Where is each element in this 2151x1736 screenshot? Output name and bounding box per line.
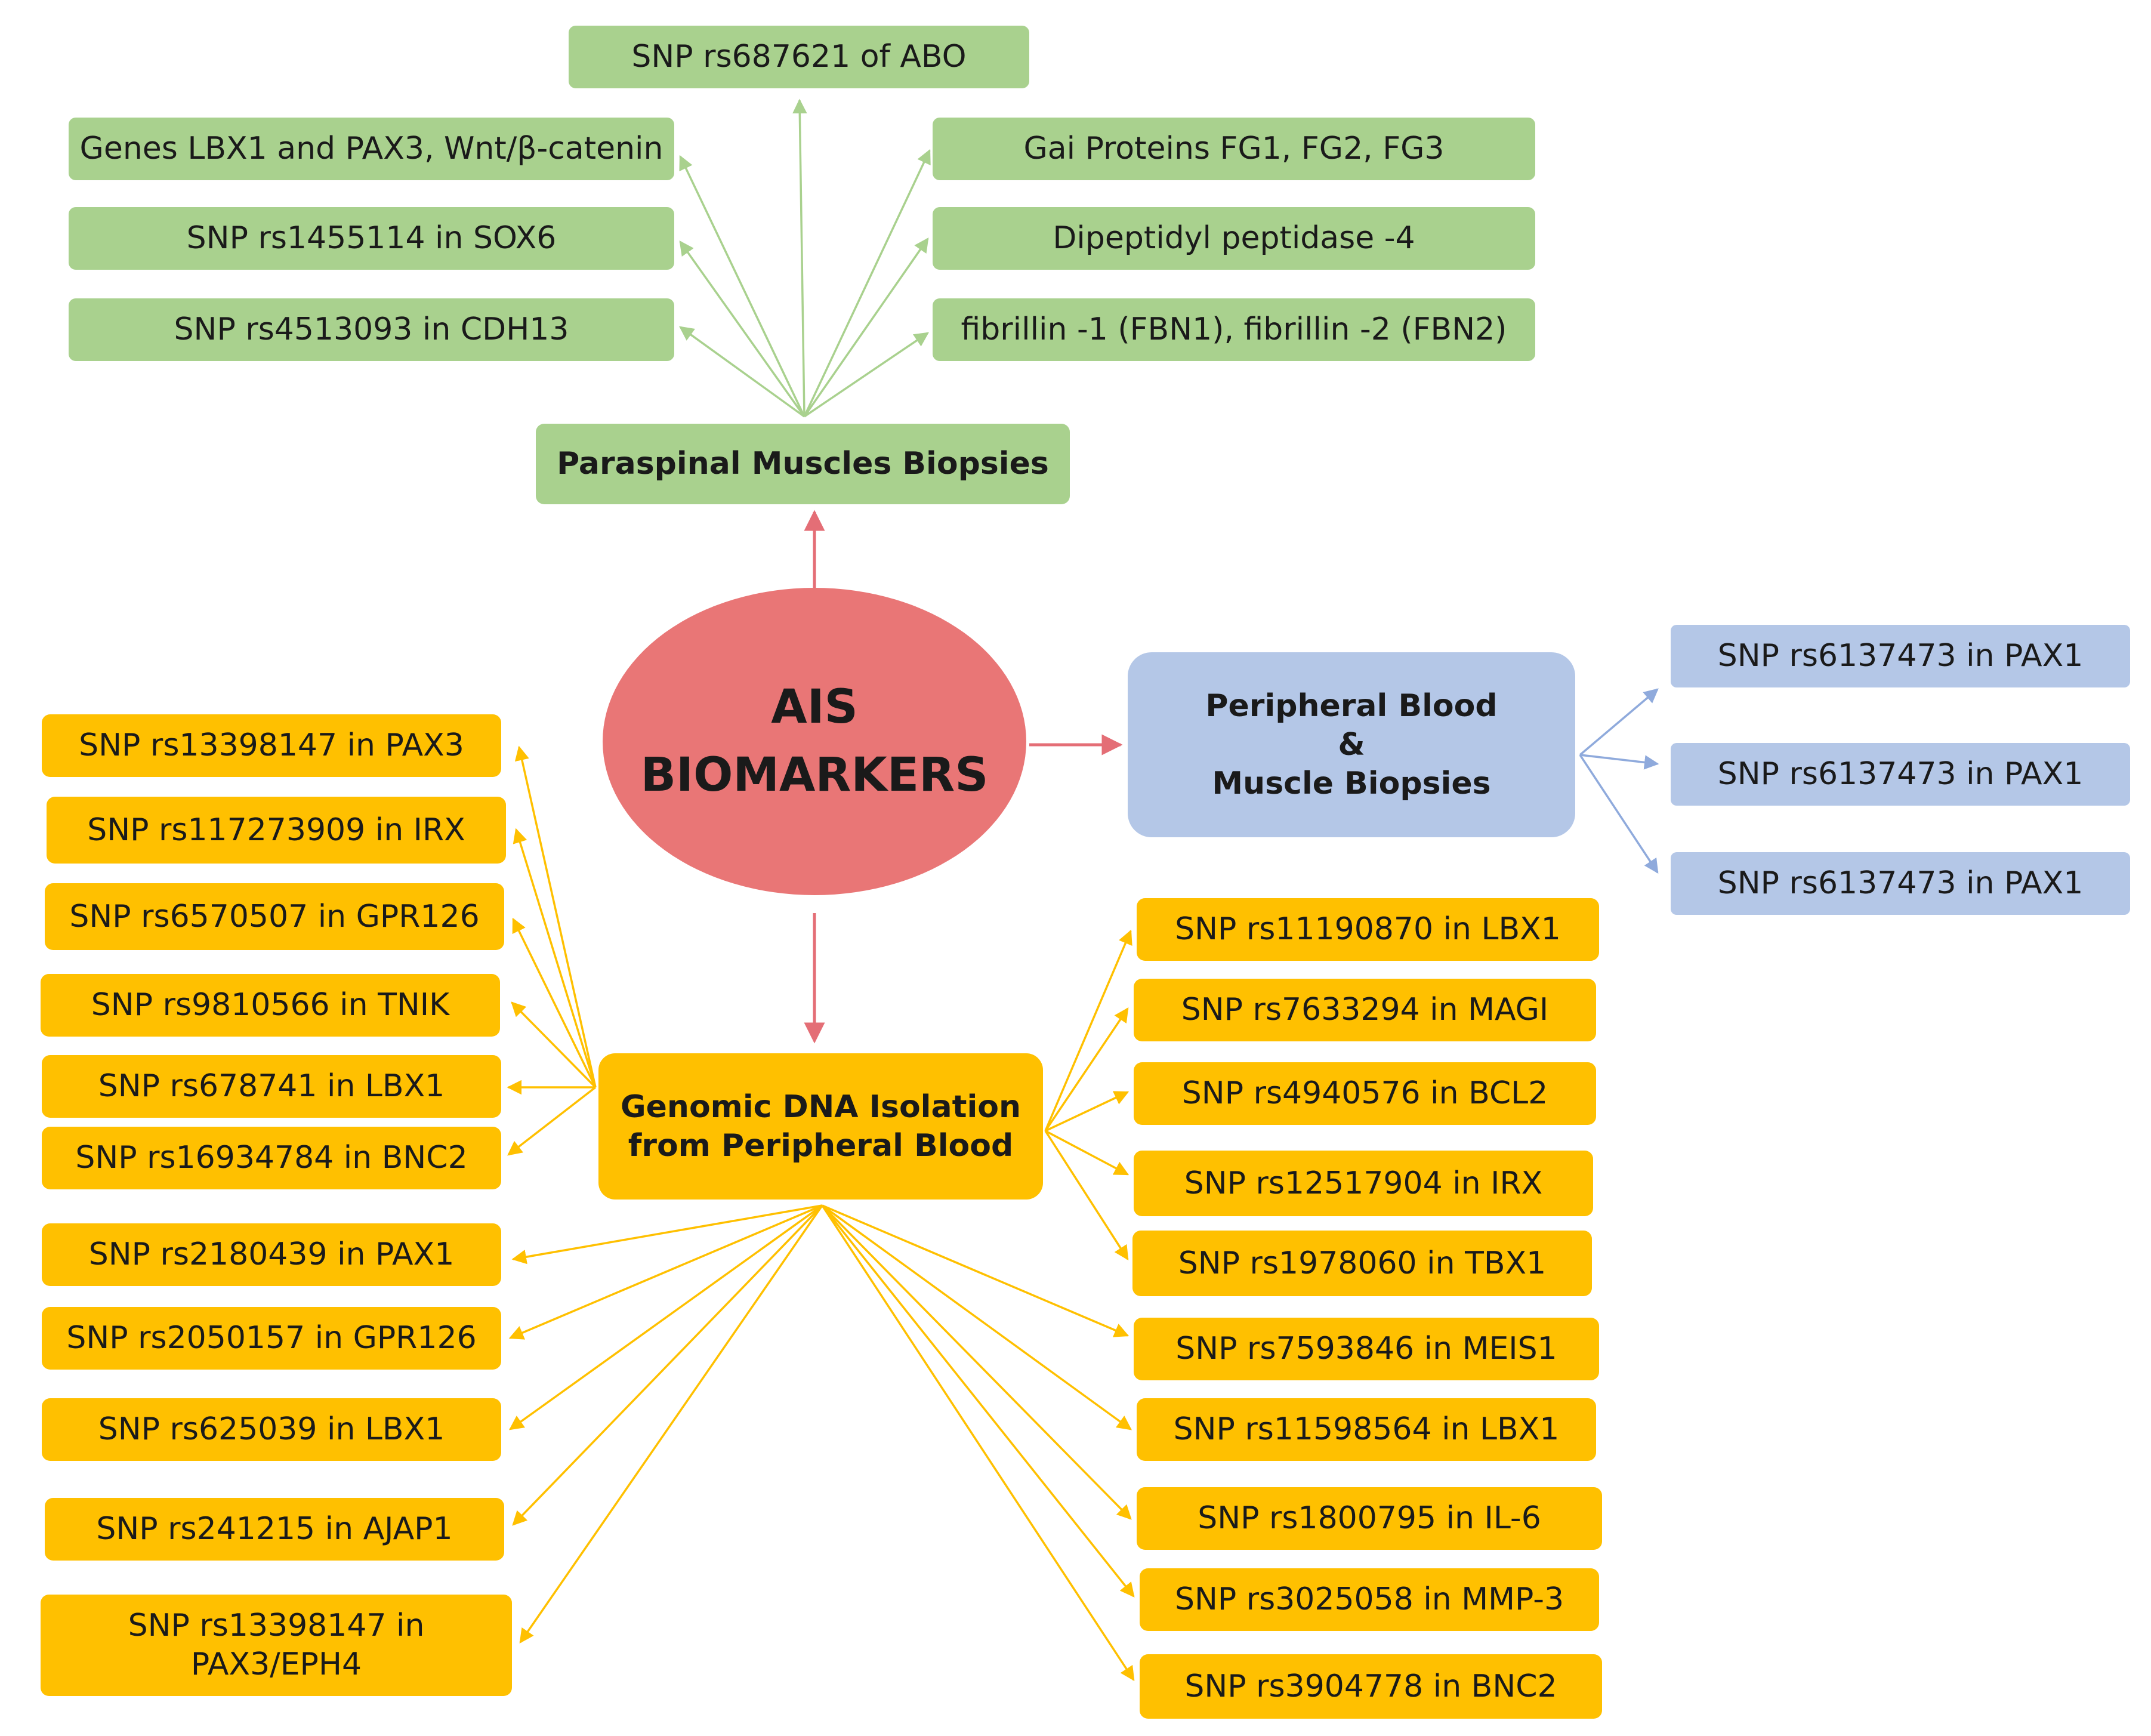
genomic-right-item: SNP rs7593846 in MEIS1	[1134, 1318, 1599, 1380]
arrow-to-genomic-right-item	[1045, 1130, 1129, 1176]
arrow-to-peripheral-item	[1579, 754, 1659, 874]
paraspinal-item: fibrillin -1 (FBN1), fibrillin -2 (FBN2)	[933, 298, 1535, 361]
genomic-left-item: SNP rs16934784 in BNC2	[42, 1127, 501, 1189]
genomic-hub-line2: from Peripheral Blood	[628, 1127, 1014, 1164]
genomic-right-item: SNP rs12517904 in IRX	[1134, 1151, 1593, 1216]
arrow-to-genomic-left-item	[509, 1204, 823, 1430]
arrow-to-peripheral-item	[1579, 688, 1659, 756]
genomic-right-item: SNP rs1800795 in IL-6	[1137, 1487, 1602, 1550]
genomic-left-item: SNP rs241215 in AJAP1	[45, 1498, 504, 1561]
peripheral-item: SNP rs6137473 in PAX1	[1671, 852, 2130, 915]
arrow-to-genomic-left-item	[514, 745, 597, 1088]
arrow-to-genomic-right-item	[821, 1204, 1135, 1598]
genomic-right-item: SNP rs3025058 in MMP-3	[1140, 1568, 1599, 1631]
arrow-to-genomic-right-item	[1044, 1130, 1129, 1261]
arrow-to-genomic-right-item	[1045, 1091, 1129, 1132]
peripheral-hub-line2: &	[1338, 726, 1365, 763]
paraspinal-item: SNP rs687621 of ABO	[569, 26, 1029, 88]
arrow-to-genomic-left-item	[512, 1204, 823, 1526]
genomic-right-item: SNP rs1978060 in TBX1	[1132, 1231, 1592, 1296]
arrow-to-paraspinal-item	[803, 149, 931, 417]
peripheral-item: SNP rs6137473 in PAX1	[1671, 625, 2130, 687]
arrow-to-genomic-left-item	[511, 1001, 597, 1089]
paraspinal-item: Dipeptidyl peptidase -4	[933, 207, 1535, 270]
arrow-to-genomic-right-item	[1044, 929, 1132, 1131]
paraspinal-item: Gai Proteins FG1, FG2, FG3	[933, 118, 1535, 180]
genomic-right-item: SNP rs11598564 in LBX1	[1137, 1398, 1596, 1461]
genomic-right-item: SNP rs7633294 in MAGI	[1134, 979, 1596, 1041]
genomic-left-item: SNP rs6570507 in GPR126	[45, 883, 504, 950]
arrow-to-genomic-left-item	[512, 917, 597, 1088]
peripheral-hub-line1: Peripheral Blood	[1205, 687, 1498, 724]
genomic-hub-line1: Genomic DNA Isolation	[620, 1089, 1022, 1125]
paraspinal-item: SNP rs4513093 in CDH13	[69, 298, 674, 361]
peripheral-item: SNP rs6137473 in PAX1	[1671, 743, 2130, 806]
arrow-to-paraspinal-item	[803, 237, 929, 417]
arrow-to-genomic-right-item	[821, 1204, 1132, 1520]
center-title-line2: BIOMARKERS	[640, 748, 989, 802]
paraspinal-item: Genes LBX1 and PAX3, Wnt/β-catenin	[69, 118, 674, 180]
genomic-right-item: SNP rs3904778 in BNC2	[1140, 1654, 1602, 1719]
arrow-to-genomic-left-item	[511, 1204, 823, 1265]
genomic-left-item: SNP rs678741 in LBX1	[42, 1055, 501, 1118]
ais-biomarkers-center: AIS BIOMARKERS	[603, 588, 1026, 895]
genomic-dna-isolation-hub: Genomic DNA Isolation from Peripheral Bl…	[598, 1053, 1043, 1200]
genomic-left-item: SNP rs13398147 in PAX3/EPH4	[41, 1595, 512, 1696]
genomic-right-item: SNP rs11190870 in LBX1	[1137, 898, 1599, 961]
genomic-left-item: SNP rs625039 in LBX1	[42, 1398, 501, 1461]
arrow-to-genomic-left-item	[508, 1204, 823, 1340]
arrow-to-peripheral-item	[1579, 754, 1659, 770]
genomic-left-item: SNP rs117273909 in IRX	[47, 797, 506, 864]
genomic-left-item: SNP rs2050157 in GPR126	[42, 1307, 501, 1370]
peripheral-hub-line3: Muscle Biopsies	[1212, 765, 1491, 801]
genomic-left-item: SNP rs2180439 in PAX1	[42, 1223, 501, 1286]
peripheral-blood-muscle-biopsies-hub: Peripheral Blood & Muscle Biopsies	[1128, 652, 1575, 837]
arrow-to-paraspinal-item	[804, 332, 930, 418]
paraspinal-item: SNP rs1455114 in SOX6	[69, 207, 674, 270]
arrow-to-genomic-right-item	[821, 1204, 1132, 1430]
arrow-to-genomic-right-item	[822, 1204, 1129, 1337]
center-title-line1: AIS	[771, 680, 858, 735]
arrow-to-paraspinal-item	[792, 98, 807, 417]
arrow-to-genomic-left-item	[519, 1205, 823, 1644]
arrow-to-genomic-left-item	[507, 1086, 597, 1156]
genomic-right-item: SNP rs4940576 in BCL2	[1134, 1062, 1596, 1125]
arrow-to-genomic-right-item	[821, 1205, 1135, 1682]
arrow-to-genomic-right-item	[1044, 1007, 1129, 1131]
genomic-left-item: SNP rs13398147 in PAX3	[42, 714, 501, 777]
arrow-to-genomic-left-item	[513, 828, 597, 1088]
paraspinal-muscles-biopsies-hub: Paraspinal Muscles Biopsies	[536, 424, 1070, 504]
arrow-to-paraspinal-item	[679, 326, 806, 418]
genomic-left-item: SNP rs9810566 in TNIK	[41, 974, 500, 1037]
arrow-to-paraspinal-item	[679, 240, 806, 418]
arrow-to-paraspinal-item	[679, 155, 806, 417]
paraspinal-hub-label: Paraspinal Muscles Biopsies	[557, 446, 1049, 482]
